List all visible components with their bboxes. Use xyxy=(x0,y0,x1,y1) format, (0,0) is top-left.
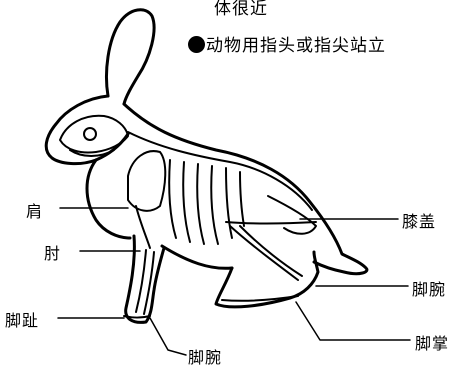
rabbit-outline xyxy=(46,10,367,323)
skeleton xyxy=(60,116,316,318)
label-hind-wrist: 脚腕 xyxy=(412,276,446,300)
label-sole: 脚掌 xyxy=(415,330,449,354)
eye-socket xyxy=(84,128,96,140)
rabbit-ear xyxy=(107,10,155,104)
label-elbow: 肘 xyxy=(44,240,61,264)
femur xyxy=(226,222,316,224)
label-front-wrist: 脚腕 xyxy=(188,344,222,368)
tibia xyxy=(230,226,298,280)
front-foot-bones xyxy=(124,316,150,318)
rib-6 xyxy=(240,172,244,226)
spine xyxy=(128,132,312,210)
rabbit-belly xyxy=(162,246,232,268)
rib-4 xyxy=(211,166,218,244)
rabbit-back xyxy=(124,104,367,274)
label-knee: 膝盖 xyxy=(402,208,436,232)
rabbit-hind-leg xyxy=(216,252,318,307)
label-toe: 脚趾 xyxy=(5,307,39,331)
leader-front-wrist xyxy=(150,318,186,355)
rib-2 xyxy=(183,162,190,242)
scapula xyxy=(128,151,165,211)
rib-1 xyxy=(169,160,176,238)
radius xyxy=(136,250,146,312)
rib-3 xyxy=(197,164,204,244)
fibula xyxy=(240,226,302,276)
rabbit-chest xyxy=(87,160,130,238)
label-shoulder: 肩 xyxy=(26,198,43,222)
humerus xyxy=(136,206,150,248)
leader-sole xyxy=(296,302,410,340)
